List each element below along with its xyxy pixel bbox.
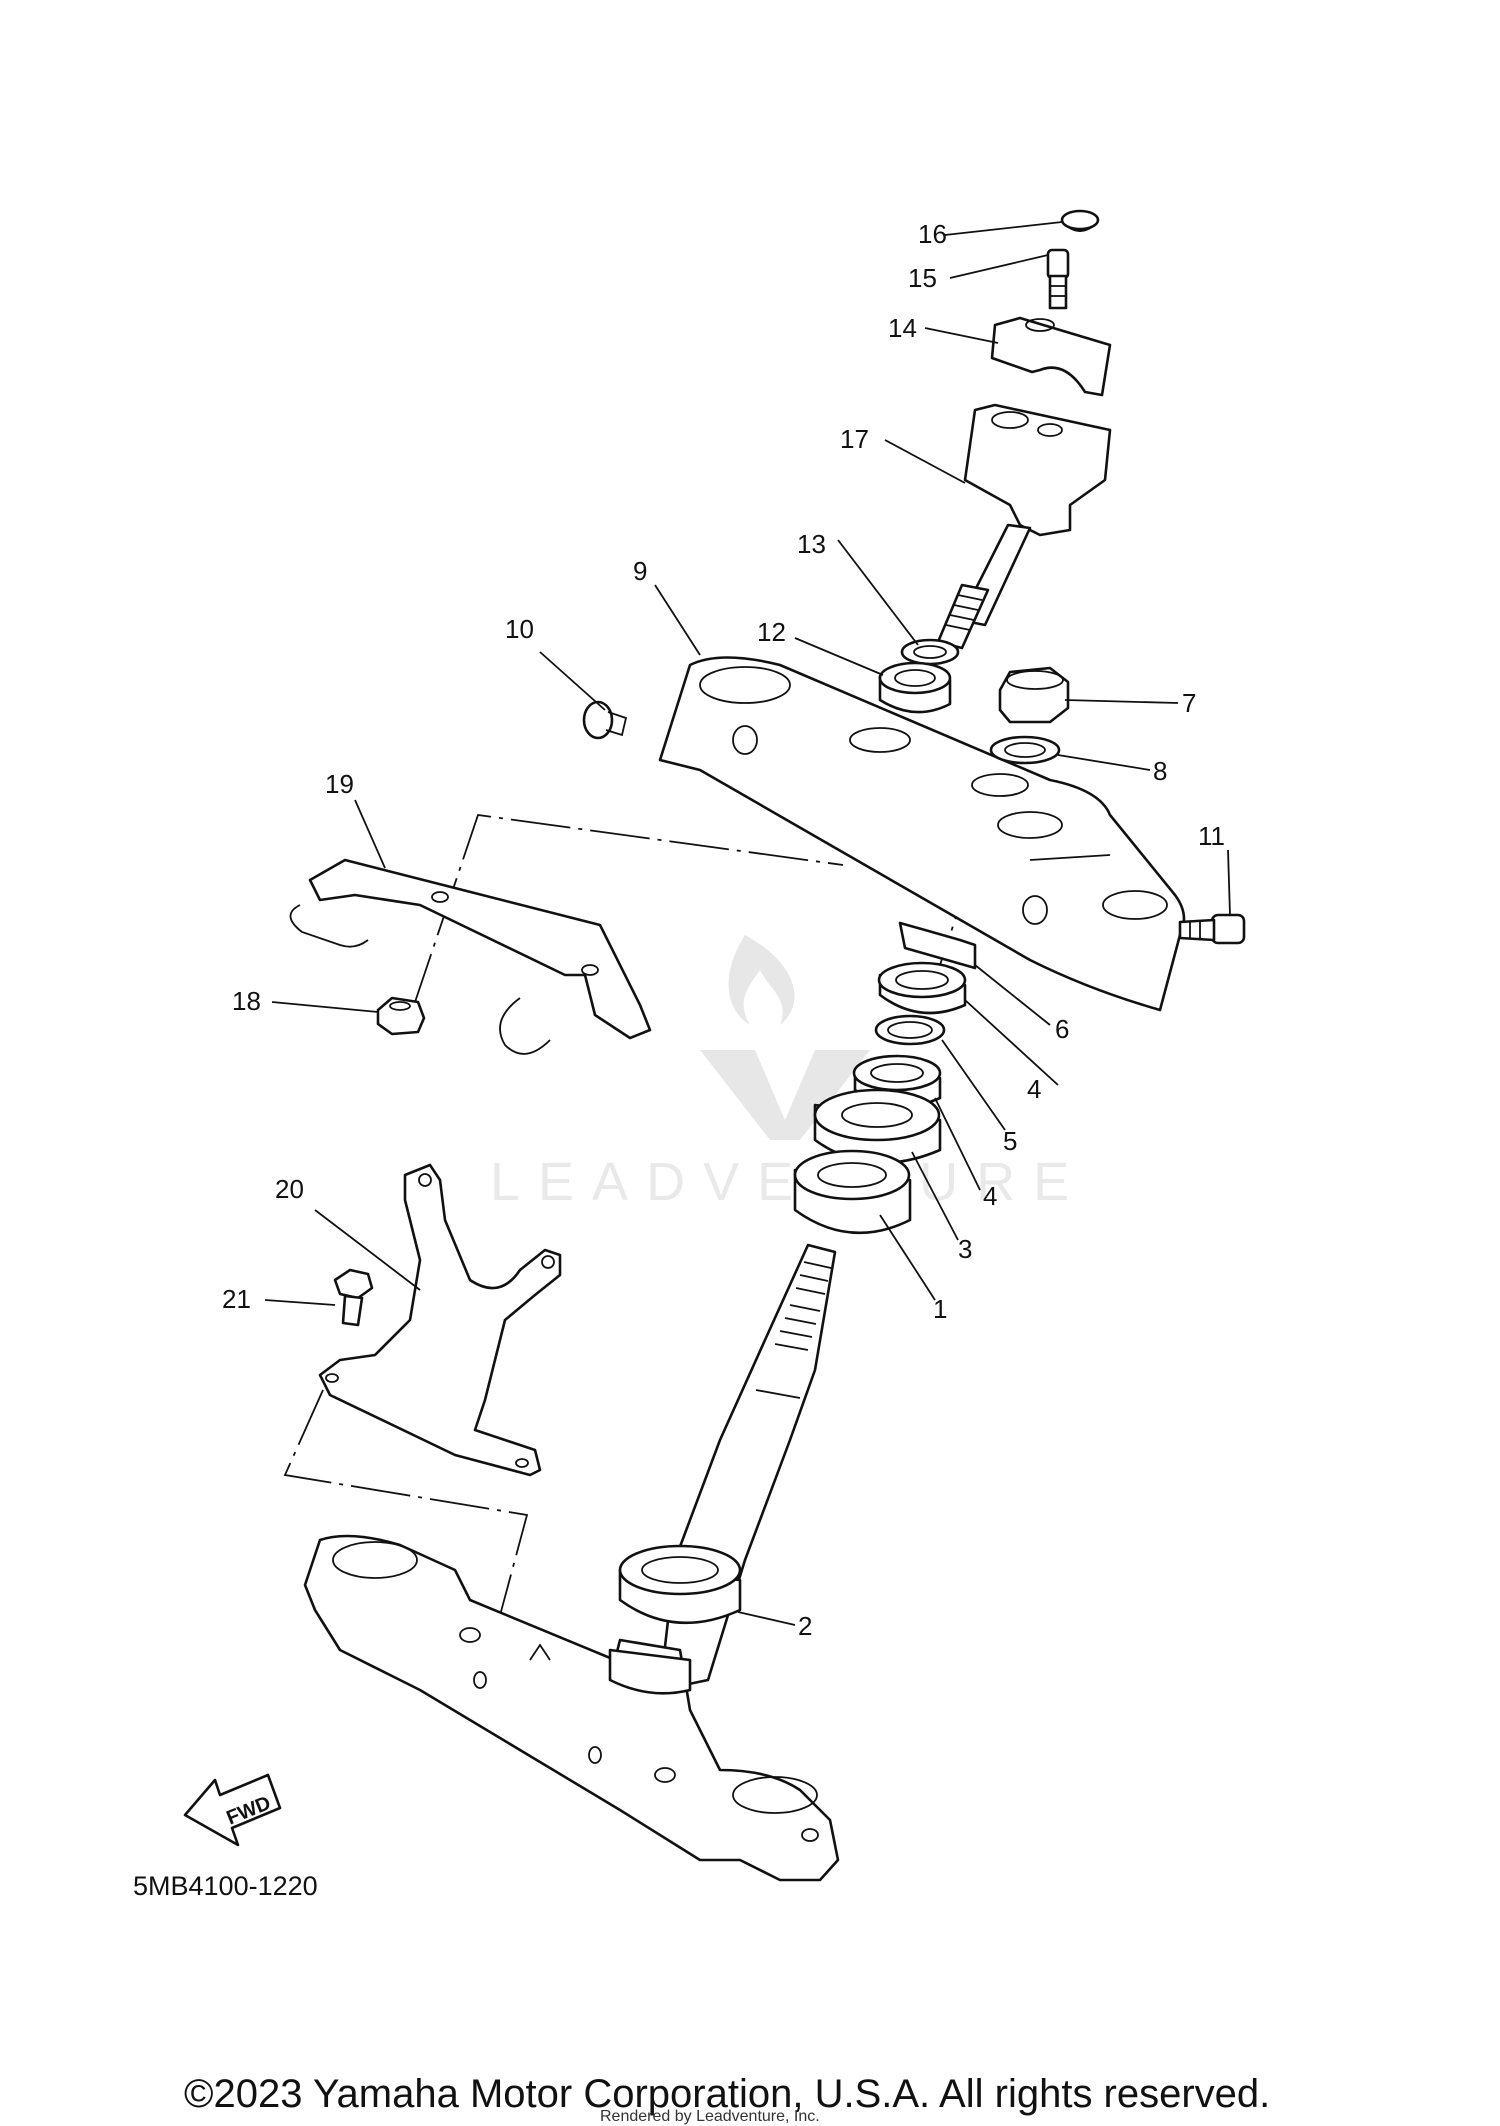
lower-bracket (303, 1534, 840, 1882)
watermark-text: LEADVENTURE (490, 1152, 1087, 1212)
callout-19: 19 (325, 769, 354, 799)
callout-7: 7 (1182, 688, 1196, 718)
callout-18: 18 (232, 986, 261, 1016)
part-4-ring-nut-upper (877, 961, 967, 1015)
part-10-cap (582, 700, 628, 740)
callout-8: 8 (1153, 756, 1167, 786)
part-21-bolt (333, 1268, 374, 1327)
part-16-cap (1060, 209, 1100, 232)
part-6-lock-washer (898, 921, 977, 970)
callout-4-upper: 4 (1027, 1074, 1041, 1104)
callout-11: 11 (1198, 821, 1225, 851)
part-15-bolt (1046, 248, 1070, 310)
part-19-hose-guide (289, 858, 652, 1055)
rendered-by-text: Rendered by Leadventure, Inc. (600, 2108, 820, 2125)
callout-13: 13 (797, 529, 826, 559)
callout-12: 12 (757, 617, 786, 647)
callout-10: 10 (505, 614, 534, 644)
fwd-arrow-icon: FWD (183, 1773, 282, 1847)
callout-4-lower: 4 (983, 1181, 997, 1211)
part-2-lower-bearing (618, 1544, 742, 1625)
watermark-logo: LEADVENTURE (490, 935, 1087, 1212)
part-8-washer (989, 735, 1061, 765)
diagram-code: 5MB4100-1220 (133, 1871, 318, 1901)
part-18-nut (376, 996, 426, 1036)
part-14-upper-holder (990, 316, 1112, 397)
callout-17: 17 (840, 424, 869, 454)
callout-2: 2 (798, 1611, 812, 1641)
part-5-washer (874, 1014, 946, 1046)
part-20-bracket (318, 1163, 562, 1477)
callout-14: 14 (888, 313, 917, 343)
part-17-handle-crown (936, 403, 1112, 650)
callout-labels: 16 15 14 17 13 12 9 10 7 8 19 11 18 6 4 … (222, 219, 1225, 1641)
callout-16: 16 (918, 219, 947, 249)
part-1-bearing (793, 1149, 912, 1235)
callout-21: 21 (222, 1284, 251, 1314)
part-7-nut (998, 666, 1070, 724)
part-11-bolt (1178, 913, 1246, 945)
copyright-text: ©2023 Yamaha Motor Corporation, U.S.A. A… (184, 2072, 1271, 2116)
leader-lines (264, 221, 1231, 1626)
callout-5: 5 (1003, 1126, 1017, 1156)
callout-20: 20 (275, 1174, 304, 1204)
callout-3: 3 (958, 1234, 972, 1264)
part-9-upper-bracket (658, 656, 1186, 1012)
callout-6: 6 (1055, 1014, 1069, 1044)
callout-15: 15 (908, 263, 937, 293)
callout-1: 1 (933, 1294, 947, 1324)
callout-9: 9 (633, 556, 647, 586)
part-12-collar (878, 661, 952, 714)
part-13-washer (900, 638, 960, 666)
